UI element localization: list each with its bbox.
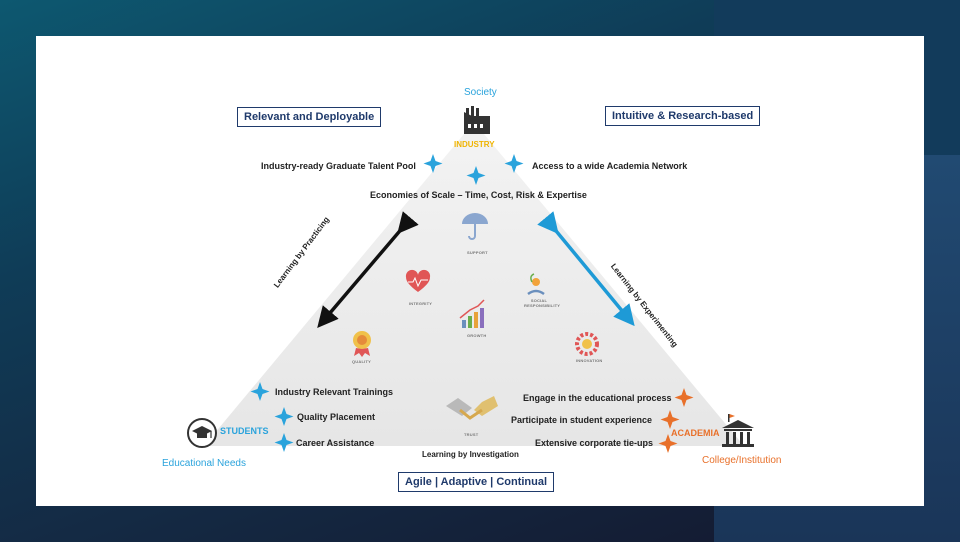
star-icon <box>274 433 294 452</box>
experimenting-arrow <box>537 211 635 327</box>
heart-icon <box>405 269 431 292</box>
star-icon <box>658 434 678 453</box>
practicing-arrow <box>317 211 419 328</box>
support-label: SUPPORT <box>467 250 488 255</box>
institution-icon <box>722 414 754 447</box>
social-responsibility-icon <box>527 273 545 296</box>
star-icon <box>423 154 443 173</box>
students-label: STUDENTS <box>220 426 269 436</box>
student-point-1: Industry Relevant Trainings <box>275 387 394 397</box>
society-caption: Society <box>464 87 497 98</box>
growth-label: GROWTH <box>467 333 487 338</box>
star-icon <box>504 154 524 173</box>
handshake-icon <box>446 396 498 420</box>
industry-label: INDUSTRY <box>454 140 495 149</box>
star-icon <box>674 388 694 407</box>
social-responsibility-label: SOCIAL RESPONSIBILITY <box>524 298 561 308</box>
student-point-2: Quality Placement <box>297 412 376 422</box>
innovation-gear-icon <box>575 332 599 356</box>
umbrella-icon <box>462 213 488 240</box>
integrity-label: INTEGRITY <box>409 301 433 306</box>
industry-scale-text: Economies of Scale – Time, Cost, Risk & … <box>370 190 587 200</box>
star-icon <box>250 382 270 401</box>
intuitive-research-box: Intuitive & Research-based <box>605 106 761 126</box>
star-icon <box>660 410 680 429</box>
academia-point-1: Engage in the educational process <box>523 393 672 403</box>
innovation-label: INNOVATION <box>576 358 603 363</box>
industry-talent-text: Industry-ready Graduate Talent Pool <box>261 161 416 171</box>
relevant-deployable-box: Relevant and Deployable <box>237 107 382 127</box>
educational-needs-caption: Educational Needs <box>162 458 246 469</box>
graduation-cap-icon <box>187 418 217 448</box>
star-icon <box>274 407 294 426</box>
academia-point-2: Participate in student experience <box>511 415 653 425</box>
star-icon <box>466 166 486 185</box>
academia-point-3: Extensive corporate tie-ups <box>535 438 654 448</box>
trust-label: TRUST <box>464 432 479 437</box>
quality-badge-icon <box>353 331 371 357</box>
college-institution-caption: College/Institution <box>702 455 782 466</box>
industry-network-text: Access to a wide Academia Network <box>532 161 688 171</box>
quality-label: QUALITY <box>352 359 371 364</box>
triangle-shape <box>204 122 744 446</box>
academia-label: ACADEMIA <box>671 428 720 438</box>
triangle-diagram <box>187 106 754 453</box>
student-point-3: Career Assistance <box>296 438 375 448</box>
slide: Relevant and Deployable Intuitive & Rese… <box>36 36 924 506</box>
growth-icon <box>459 299 485 328</box>
agile-adaptive-box: Agile | Adaptive | Continual <box>398 472 555 492</box>
factory-icon <box>464 106 490 134</box>
learning-investigation-label: Learning by Investigation <box>422 450 519 459</box>
